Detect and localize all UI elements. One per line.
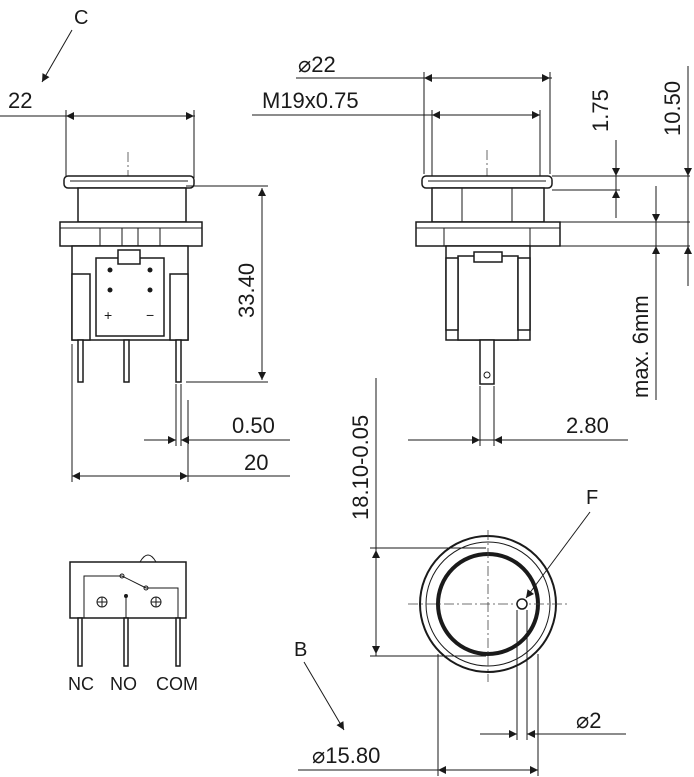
switch-block <box>95 257 165 337</box>
side-tab-pin <box>479 339 495 385</box>
flange <box>59 221 203 247</box>
label-nc: NC <box>68 674 94 694</box>
dim-side-1050: 10.50 <box>660 81 685 136</box>
bezel <box>77 187 187 223</box>
dim-side-pin-width: 2.80 <box>566 413 609 438</box>
dim-front-height: 33.40 <box>234 263 259 318</box>
dim-bottom-small-dia: ⌀2 <box>576 708 602 733</box>
label-com: COM <box>156 674 198 694</box>
pin-nc <box>77 339 84 383</box>
svg-text:−: − <box>146 307 154 323</box>
side-view: ⌀22 M19x0.75 <box>252 52 692 446</box>
schematic-housing <box>69 561 187 619</box>
dim-front-pin: 0.50 <box>232 413 275 438</box>
label-b: B <box>294 639 307 661</box>
dim-front-width-20: 20 <box>244 450 268 475</box>
leader-b <box>303 661 345 731</box>
svg-text:+: + <box>104 307 112 323</box>
led-hole <box>516 598 528 610</box>
dim-side-diameter: ⌀22 <box>298 52 336 77</box>
pin-com <box>175 339 182 383</box>
side-cap <box>421 175 553 189</box>
label-c: C <box>74 7 88 29</box>
side-bezel <box>431 187 545 223</box>
cap <box>63 175 195 189</box>
leader-f <box>525 511 591 599</box>
label-f: F <box>586 487 598 509</box>
leader-c <box>41 29 73 83</box>
dim-side-thread: M19x0.75 <box>262 88 359 113</box>
dim-side-max: max. 6mm <box>628 295 653 398</box>
front-view: C 22 + − <box>0 7 290 482</box>
label-no: NO <box>110 674 137 694</box>
dim-side-175: 1.75 <box>588 89 613 132</box>
schematic: NC NO COM <box>68 554 198 694</box>
pin-no <box>123 339 130 383</box>
dim-bottom-height: 18.10-0.05 <box>348 415 373 520</box>
dim-bottom-dia: ⌀15.80 <box>312 743 380 768</box>
bottom-view: 18.10-0.05 F ⌀2 ⌀15.80 B <box>294 378 626 776</box>
side-flange <box>415 221 561 247</box>
dim-front-width-22: 22 <box>8 88 32 113</box>
